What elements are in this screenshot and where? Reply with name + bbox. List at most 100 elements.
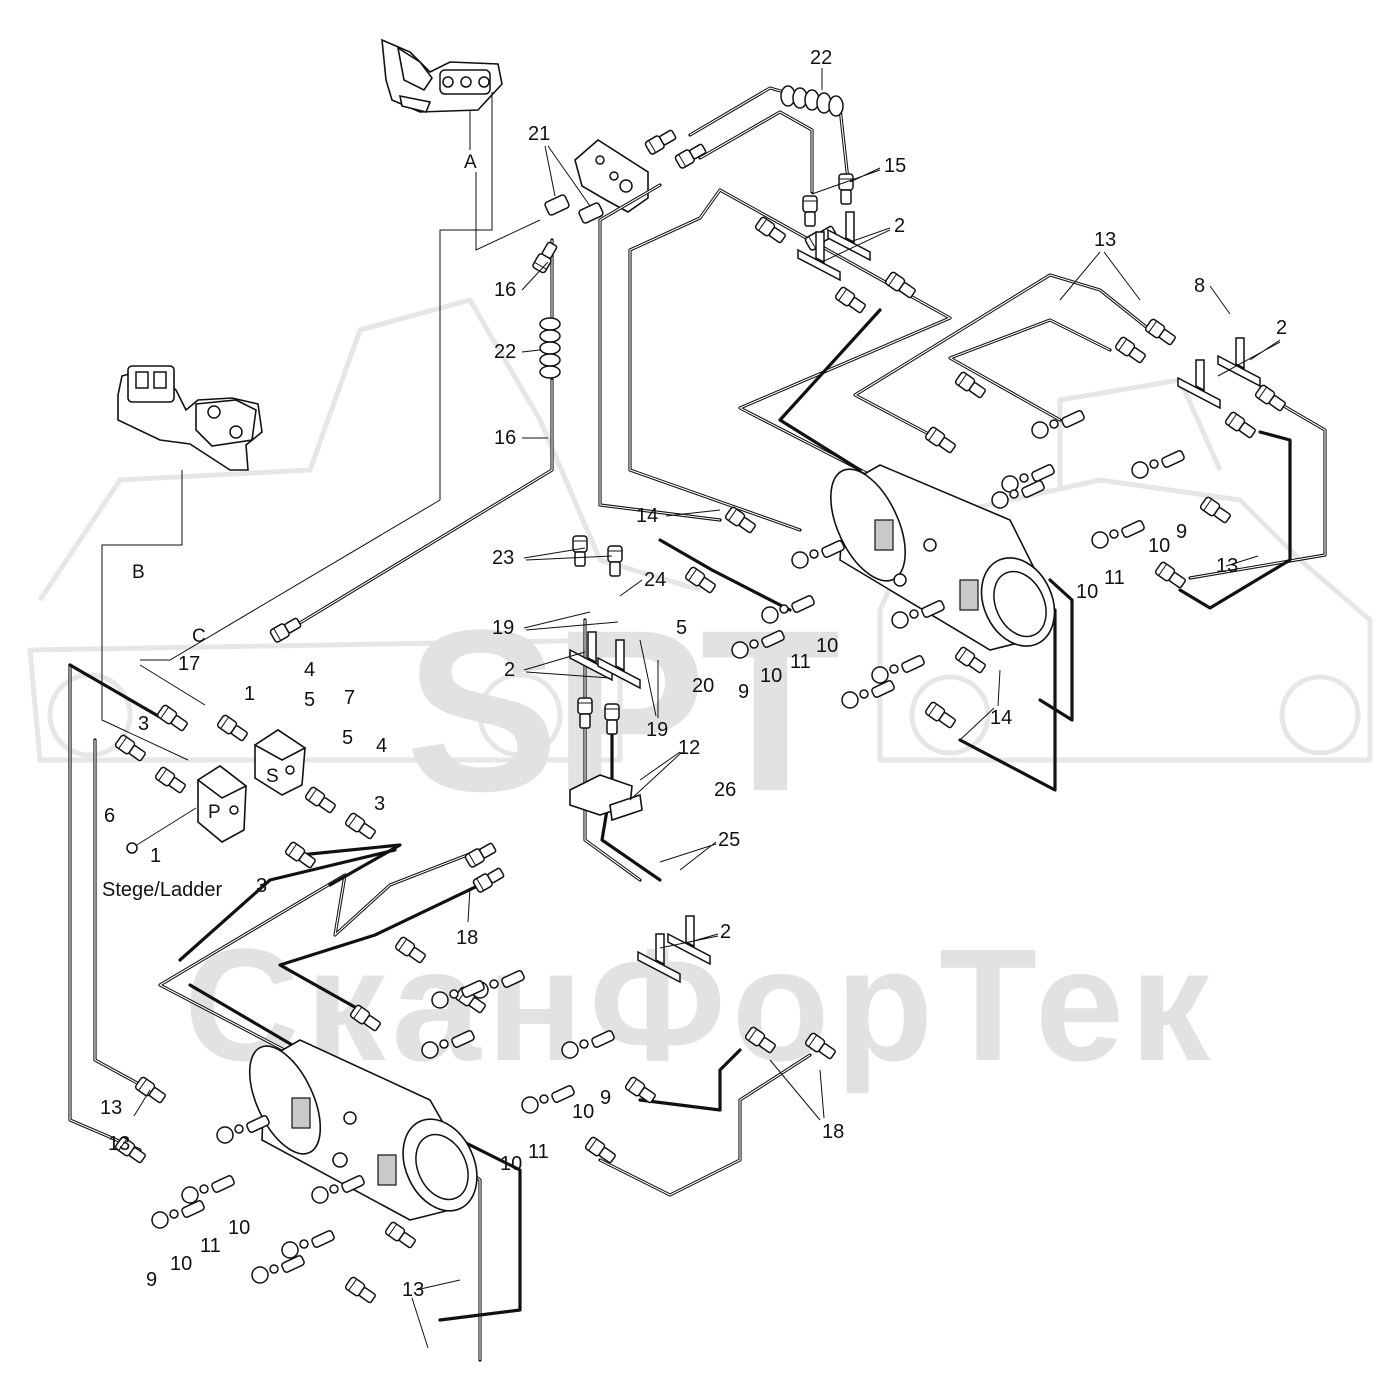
callout-22-top: 22 bbox=[810, 47, 832, 69]
callout-16-mid: 16 bbox=[494, 427, 516, 449]
tee-fitting bbox=[667, 915, 711, 966]
hose-fitting bbox=[954, 371, 986, 399]
callout-12: 12 bbox=[678, 737, 700, 759]
tee-fitting bbox=[597, 639, 641, 690]
hose-fitting bbox=[472, 867, 505, 893]
tee-fitting bbox=[637, 933, 681, 984]
hose-fitting bbox=[724, 506, 756, 534]
callout-25: 25 bbox=[718, 829, 740, 851]
callout-5-top: 5 bbox=[304, 689, 315, 711]
banjo-bolt bbox=[1001, 464, 1055, 493]
banjo-bolt bbox=[431, 980, 485, 1009]
callout-10-low2: 10 bbox=[500, 1153, 522, 1175]
callout-9-bl: 9 bbox=[146, 1269, 157, 1291]
callout-2-right: 2 bbox=[1276, 317, 1287, 339]
callout-11-low: 11 bbox=[528, 1141, 549, 1163]
hose-fitting bbox=[1114, 336, 1146, 364]
hose-fitting bbox=[156, 704, 188, 732]
tee-fitting bbox=[1217, 337, 1261, 388]
banjo-bolt bbox=[791, 540, 845, 569]
callout-11-mid: 11 bbox=[790, 651, 811, 673]
section-letter-a: A bbox=[464, 152, 477, 173]
ladder-note: Stege/Ladder bbox=[102, 879, 222, 901]
banjo-bolt bbox=[281, 1230, 335, 1259]
callout-24: 24 bbox=[644, 569, 666, 591]
hose-fitting bbox=[804, 1032, 836, 1060]
callout-13-bot: 13 bbox=[402, 1279, 424, 1301]
section-letter-b: B bbox=[132, 562, 145, 583]
callout-10-mid2: 10 bbox=[816, 635, 838, 657]
hose-fitting bbox=[744, 1026, 776, 1054]
callout-leaders bbox=[133, 68, 1281, 1349]
hose-fitting bbox=[954, 646, 986, 674]
spring-coil-22-mid bbox=[539, 317, 561, 379]
hose-fitting bbox=[607, 545, 623, 577]
hose-fitting bbox=[269, 617, 302, 643]
callout-9-low: 9 bbox=[600, 1087, 611, 1109]
wheel-motor-left bbox=[248, 1039, 478, 1221]
banjo-bolt bbox=[991, 480, 1045, 509]
section-letter-labels: A B C bbox=[132, 152, 477, 647]
callout-18-right: 18 bbox=[822, 1121, 844, 1143]
hose-fitting bbox=[384, 1221, 416, 1249]
banjo-bolt bbox=[841, 680, 895, 709]
callout-23: 23 bbox=[492, 547, 514, 569]
hose-fitting bbox=[114, 734, 146, 762]
callout-13-top: 13 bbox=[1094, 229, 1116, 251]
hose-fitting bbox=[1144, 318, 1176, 346]
hose-fitting bbox=[802, 195, 818, 227]
banjo-bolt bbox=[181, 1175, 235, 1204]
banjo-bolt bbox=[731, 630, 785, 659]
hose-fitting bbox=[924, 701, 956, 729]
callout-2-low: 2 bbox=[720, 921, 731, 943]
tee-fitting bbox=[827, 211, 871, 262]
callout-14-mid: 14 bbox=[636, 505, 658, 527]
hose-fitting bbox=[604, 703, 620, 735]
callout-3-bot: 3 bbox=[256, 875, 267, 897]
hose-fitting bbox=[216, 714, 248, 742]
hose-fitting bbox=[344, 1276, 376, 1304]
callout-16-top: 16 bbox=[494, 279, 516, 301]
banjo-bolt bbox=[251, 1255, 305, 1284]
hose-fitting bbox=[584, 1136, 616, 1164]
callout-26: 26 bbox=[714, 779, 736, 801]
banjo-bolt bbox=[1131, 450, 1185, 479]
callout-1-bot: 1 bbox=[150, 845, 161, 867]
hose-fitting bbox=[834, 286, 866, 314]
callout-4-top: 4 bbox=[304, 659, 315, 681]
callout-labels: 22 21 15 2 13 8 2 16 22 16 14 23 24 19 5… bbox=[100, 47, 1287, 1301]
callout-13-left1: 13 bbox=[100, 1097, 122, 1119]
callout-17: 17 bbox=[178, 653, 200, 675]
hose-fitting bbox=[924, 426, 956, 454]
callout-8: 8 bbox=[1194, 275, 1205, 297]
section-letter-c: C bbox=[192, 626, 206, 647]
callout-10-right2: 10 bbox=[1076, 581, 1098, 603]
banjo-bolt bbox=[1031, 410, 1085, 439]
foot-valve-left bbox=[117, 365, 263, 471]
callout-2-top: 2 bbox=[894, 215, 905, 237]
banjo-bolt bbox=[311, 1175, 365, 1204]
foot-valve-top bbox=[381, 38, 503, 113]
section-leaders bbox=[101, 92, 541, 761]
hose-fitting bbox=[674, 143, 707, 169]
hose-fitting bbox=[1224, 411, 1256, 439]
callout-3-left: 3 bbox=[138, 713, 149, 735]
wheel-motor-right bbox=[830, 464, 1056, 651]
banjo-bolt bbox=[521, 1085, 575, 1114]
callout-11-right: 11 bbox=[1104, 567, 1125, 589]
callout-10-right: 10 bbox=[1148, 535, 1170, 557]
hose-fitting bbox=[572, 535, 588, 567]
callout-10-mid: 10 bbox=[760, 665, 782, 687]
callout-11-bl: 11 bbox=[200, 1235, 221, 1257]
hose-fitting bbox=[884, 271, 916, 299]
banjo-bolt bbox=[421, 1030, 475, 1059]
hose-fitting bbox=[394, 936, 426, 964]
banjo-bolt bbox=[1091, 520, 1145, 549]
watermark-brand: СканФорТек bbox=[184, 915, 1216, 1094]
callout-19-top: 19 bbox=[492, 617, 514, 639]
hose-fitting bbox=[838, 173, 854, 205]
callout-19-bot: 19 bbox=[646, 719, 668, 741]
bracket-21 bbox=[544, 139, 649, 224]
callout-18-mid: 18 bbox=[456, 927, 478, 949]
